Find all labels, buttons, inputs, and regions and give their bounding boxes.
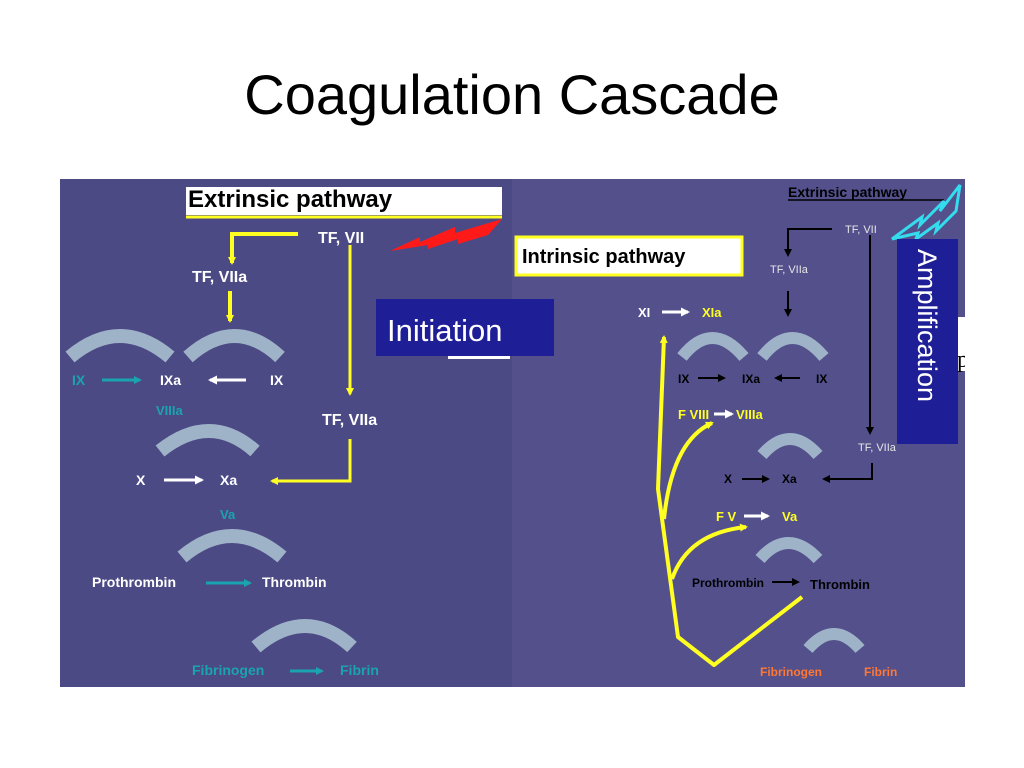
left-curve-fibrinogen <box>251 619 357 653</box>
left-heading-box <box>186 187 502 215</box>
amplification-callout: Amplification <box>912 249 942 402</box>
right-curve-prothrombin <box>755 537 823 564</box>
left-thrombin: Thrombin <box>262 574 327 590</box>
right-f-viii: F VIII <box>678 407 709 422</box>
stray-char: p <box>957 347 965 373</box>
right-va: Va <box>782 509 798 524</box>
left-pathway: Extrinsic pathway TF, VII TF, VIIa IX IX… <box>65 186 502 678</box>
right-x: X <box>724 472 732 486</box>
right-feedback-v <box>670 523 748 580</box>
initiation-underline <box>448 356 510 359</box>
right-fibrinogen: Fibrinogen <box>760 665 822 679</box>
left-viiia: VIIIa <box>156 403 184 418</box>
right-ixa: IXa <box>742 372 760 386</box>
right-curve-x <box>757 433 823 460</box>
left-arrow-tfvii-down <box>228 232 298 265</box>
left-lightning-icon <box>390 219 502 251</box>
right-pathway: Extrinsic pathway Intrinsic pathway TF, … <box>514 184 962 679</box>
left-fibrin: Fibrin <box>340 662 379 678</box>
right-prothrombin: Prothrombin <box>692 576 764 590</box>
left-tf-viia: TF, VIIa <box>192 269 247 286</box>
left-heading: Extrinsic pathway <box>188 186 393 213</box>
left-fibrinogen: Fibrinogen <box>192 662 264 678</box>
left-xa: Xa <box>220 472 237 488</box>
right-curve-ix-1 <box>677 332 749 362</box>
right-curve-fibrinogen <box>803 628 865 654</box>
right-extrinsic-heading: Extrinsic pathway <box>788 184 907 200</box>
right-thrombin: Thrombin <box>810 577 870 592</box>
right-tf-vii: TF, VII <box>845 224 877 236</box>
page-title: Coagulation Cascade <box>244 63 780 126</box>
left-curve-x <box>155 424 260 457</box>
left-arrow-viia-to-xa <box>270 439 352 485</box>
left-curve-ix-2 <box>183 329 285 363</box>
stray-white-box <box>958 317 965 371</box>
intrinsic-heading: Intrinsic pathway <box>522 246 686 268</box>
right-feedback-viii <box>662 421 714 520</box>
intrinsic-heading-box <box>516 237 742 275</box>
left-panel-bg <box>60 179 512 687</box>
left-ixa: IXa <box>160 372 181 388</box>
left-tf-viia-right: TF, VIIa <box>322 412 377 429</box>
right-tf-viia: TF, VIIa <box>770 264 809 276</box>
coagulation-diagram: Extrinsic pathway TF, VII TF, VIIa IX IX… <box>60 179 965 687</box>
right-fibrin: Fibrin <box>864 665 897 679</box>
right-xi: XI <box>638 305 650 320</box>
right-lightning-icon <box>891 184 962 243</box>
right-ix-1: IX <box>678 372 689 386</box>
left-ix-1: IX <box>72 372 86 388</box>
left-va: Va <box>220 507 236 522</box>
diagram-canvas: Extrinsic pathway TF, VII TF, VIIa IX IX… <box>60 179 965 687</box>
right-ix-2: IX <box>816 372 827 386</box>
initiation-callout-box <box>376 299 554 356</box>
right-f-v: F V <box>716 509 737 524</box>
amplification-callout-box <box>897 239 958 444</box>
left-curve-prothrombin <box>177 529 287 563</box>
left-prothrombin: Prothrombin <box>92 574 176 590</box>
right-curve-ix-2 <box>757 332 829 362</box>
left-curve-ix-1 <box>65 329 175 363</box>
right-arrow-tfvii-down <box>784 228 832 257</box>
initiation-callout: Initiation <box>387 313 502 348</box>
right-viiia: VIIIa <box>736 407 764 422</box>
right-tf-viia-right: TF, VIIa <box>858 442 897 454</box>
left-tf-vii: TF, VII <box>318 230 364 247</box>
right-xa: Xa <box>782 472 797 486</box>
intrinsic-heading-border <box>514 235 744 277</box>
left-x: X <box>136 472 146 488</box>
right-arrow-viia-to-xa <box>822 463 873 483</box>
left-ix-2: IX <box>270 372 284 388</box>
right-xia: XIa <box>702 305 722 320</box>
right-feedback-xi <box>656 335 804 667</box>
